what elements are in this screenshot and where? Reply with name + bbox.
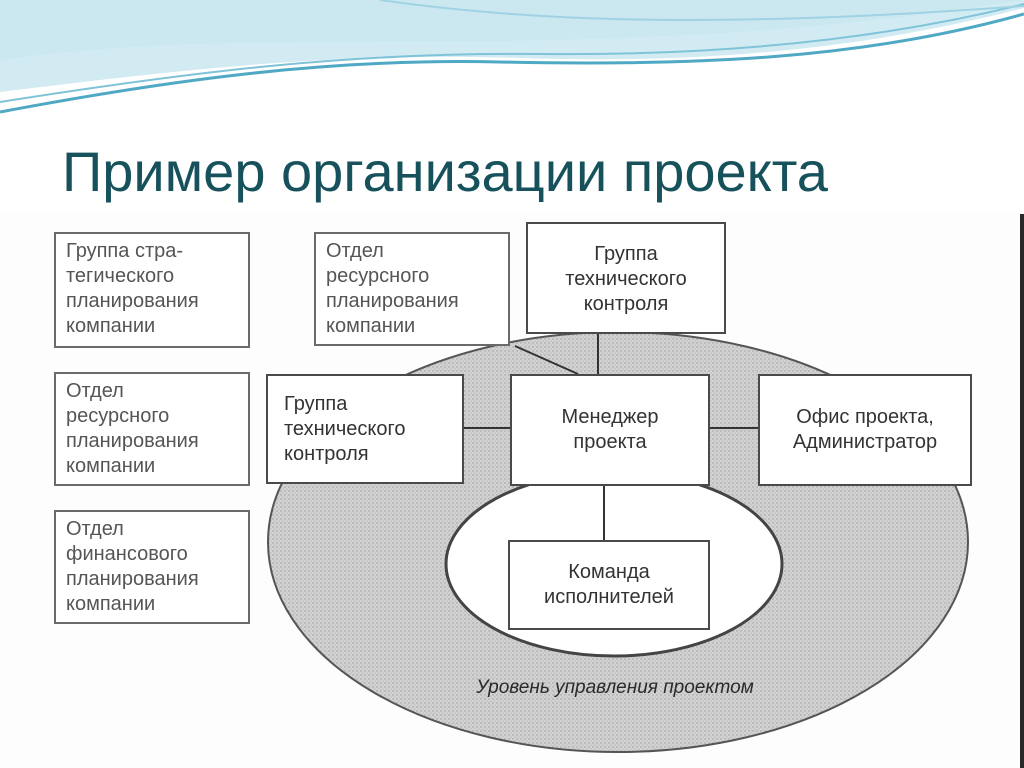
connector-resource-to-ring — [514, 345, 579, 375]
resource-planning-department-box: Отдел ресурсного планирования компании — [54, 372, 250, 486]
org-diagram: Группа стра- тегического планирования ко… — [0, 214, 1024, 768]
financial-planning-department-box: Отдел финансового планирования компании — [54, 510, 250, 624]
figure-border — [1020, 214, 1024, 768]
project-manager-box: Менеджер проекта — [510, 374, 710, 486]
execution-team-box: Команда исполнителей — [508, 540, 710, 630]
strategic-planning-group-box: Группа стра- тегического планирования ко… — [54, 232, 250, 348]
resource-department-box: Отдел ресурсного планирования компании — [314, 232, 510, 346]
project-office-box: Офис проекта, Администратор — [758, 374, 972, 486]
ring-label: Уровень управления проектом — [476, 677, 754, 698]
technical-control-group-box: Группа технического контроля — [266, 374, 464, 484]
header-wave-decoration — [0, 0, 1024, 114]
slide-title: Пример организации проекта — [62, 140, 828, 203]
technical-control-group-top-box: Группа технического контроля — [526, 222, 726, 334]
